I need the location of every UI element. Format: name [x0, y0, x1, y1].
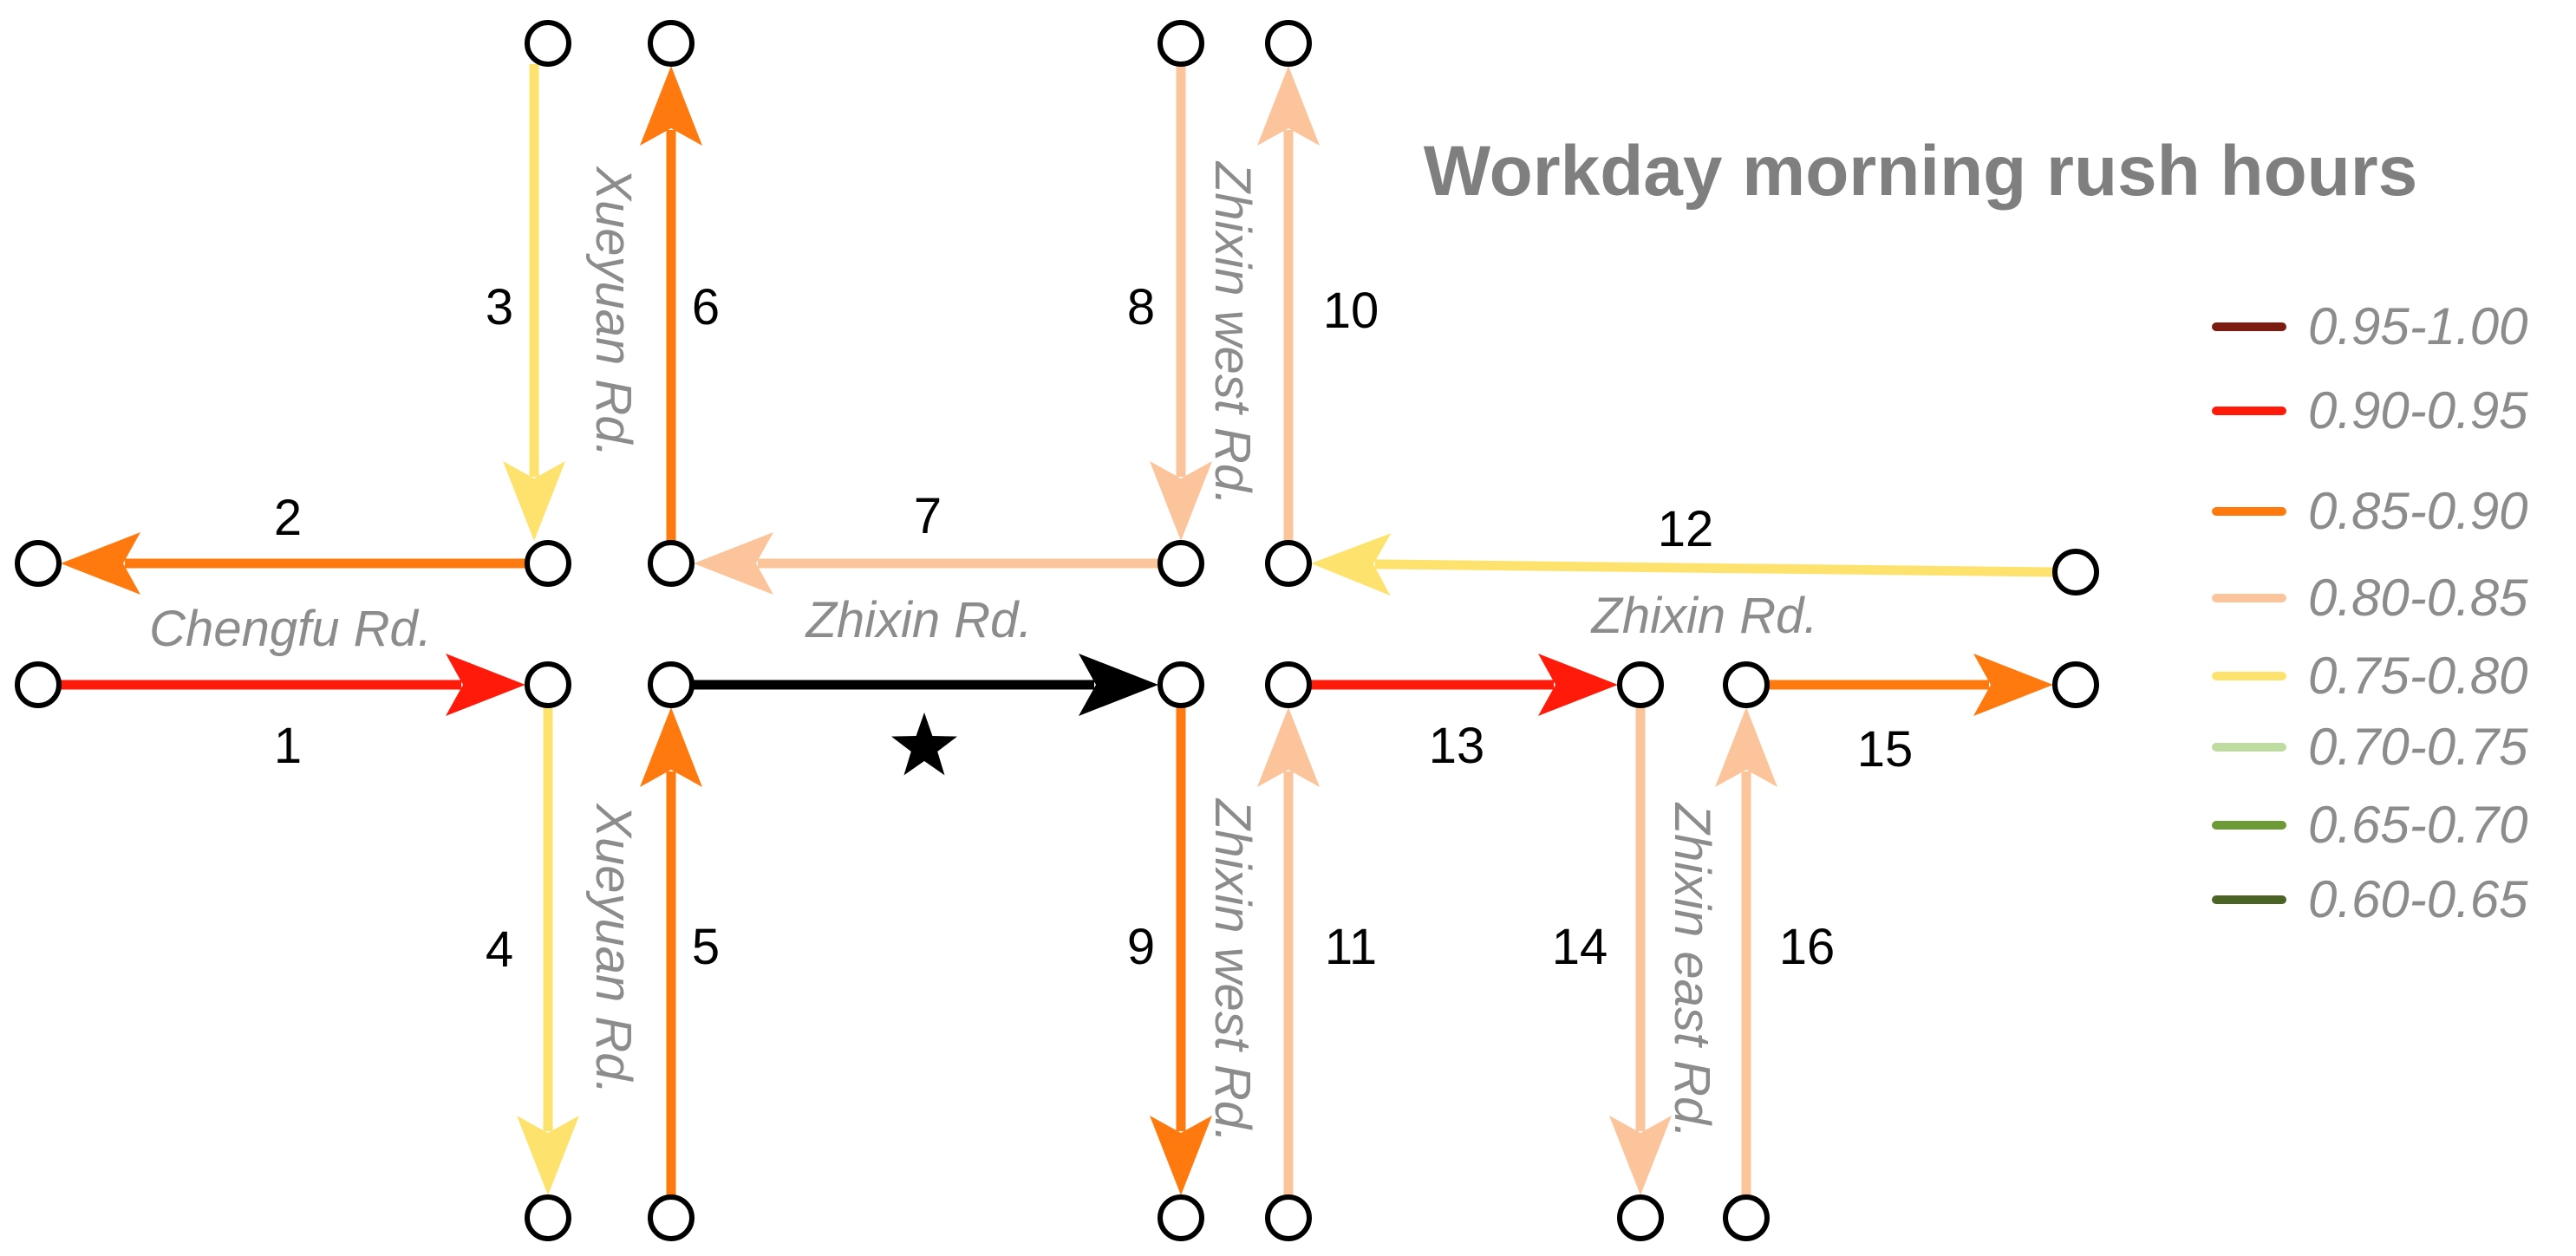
target-segment — [692, 654, 1158, 776]
road-label-xueyuan-south: Xueyuan Rd. — [585, 802, 642, 1094]
segment-label-15: 15 — [1857, 721, 1914, 778]
legend-label: 0.80-0.85 — [2308, 569, 2528, 627]
node-circle — [15, 661, 62, 708]
node-circle — [1158, 661, 1204, 708]
segment-label-11: 11 — [1325, 919, 1377, 975]
node-circle — [525, 20, 571, 67]
node-circle — [1158, 540, 1204, 587]
segment-arrow-13 — [1309, 654, 1618, 716]
segment-arrow-15 — [1767, 654, 2053, 716]
segment-arrow-5 — [640, 707, 702, 1197]
segment-arrow-11 — [1257, 707, 1320, 1197]
legend-label: 0.75-0.80 — [2308, 647, 2528, 705]
intersection-nodes — [15, 20, 2099, 1241]
node-circle — [15, 540, 62, 587]
segment-label-7: 7 — [914, 488, 942, 544]
legend-item: 0.85-0.90 — [2212, 482, 2528, 540]
segment-arrow-1 — [59, 654, 525, 716]
node-circle — [1265, 20, 1312, 67]
segment-numbers: 1 2 3 4 5 6 7 8 9 10 11 12 13 14 15 16 — [274, 279, 1913, 978]
segment-arrow-4 — [517, 706, 579, 1195]
segment-arrow-2 — [61, 532, 527, 595]
road-label-zhixin-west-north: Zhixin west Rd. — [1204, 160, 1261, 505]
road-label-zhixin-west-part: Zhixin Rd. — [804, 592, 1032, 648]
legend-item: 0.60-0.65 — [2212, 870, 2528, 928]
node-circle — [1158, 20, 1204, 67]
road-label-zhixin-east-part: Zhixin Rd. — [1589, 588, 1817, 644]
legend-item: 0.75-0.80 — [2212, 647, 2528, 705]
node-circle — [525, 1194, 571, 1241]
segment-label-8: 8 — [1127, 279, 1155, 335]
road-names: Chengfu Rd. Zhixin Rd. Zhixin Rd. Xueyua… — [149, 160, 1817, 1142]
legend-label: 0.90-0.95 — [2308, 381, 2528, 439]
road-label-chengfu: Chengfu Rd. — [149, 601, 432, 657]
node-circle — [525, 661, 571, 708]
node-circle — [1617, 661, 1664, 708]
segment-label-16: 16 — [1779, 919, 1836, 975]
node-circle — [2052, 549, 2099, 595]
target-segment-arrow — [692, 654, 1158, 716]
legend-item: 0.65-0.70 — [2212, 796, 2528, 854]
segment-arrow-14 — [1609, 706, 1672, 1195]
diagram-title: Workday morning rush hours — [1424, 132, 2418, 211]
segment-label-1: 1 — [274, 718, 302, 774]
segment-label-10: 10 — [1323, 283, 1379, 339]
legend-label: 0.60-0.65 — [2308, 870, 2528, 928]
segment-label-12: 12 — [1658, 501, 1714, 557]
node-circle — [648, 540, 695, 587]
star-icon — [890, 713, 958, 776]
legend-label: 0.85-0.90 — [2308, 482, 2528, 540]
segment-arrow-16 — [1715, 707, 1777, 1197]
segment-arrows — [59, 64, 2056, 1197]
legend-item: 0.95-1.00 — [2212, 297, 2528, 355]
node-circle — [1723, 661, 1770, 708]
road-label-zhixin-east: Zhixin east Rd. — [1664, 802, 1720, 1139]
legend-item: 0.90-0.95 — [2212, 381, 2528, 439]
segment-arrow-9 — [1150, 706, 1212, 1195]
legend-label: 0.70-0.75 — [2308, 718, 2528, 776]
node-circle — [1723, 1194, 1770, 1241]
node-circle — [1617, 1194, 1664, 1241]
road-label-zhixin-west-south: Zhixin west Rd. — [1204, 797, 1261, 1142]
segment-label-2: 2 — [274, 490, 302, 546]
segment-label-4: 4 — [486, 921, 513, 978]
segment-arrow-8 — [1150, 64, 1212, 541]
segment-arrow-6 — [640, 66, 702, 543]
legend-label: 0.95-1.00 — [2308, 297, 2528, 355]
node-circle — [2052, 661, 2099, 708]
node-circle — [1265, 540, 1312, 587]
segment-arrow-7 — [694, 532, 1160, 595]
segment-label-6: 6 — [692, 279, 720, 335]
legend-label: 0.65-0.70 — [2308, 796, 2528, 854]
legend: 0.95-1.00 0.90-0.95 0.85-0.90 0.80-0.85 0.75… — [2212, 297, 2528, 928]
segment-arrow-3 — [503, 64, 565, 541]
segment-label-9: 9 — [1127, 919, 1155, 975]
segment-label-13: 13 — [1429, 718, 1485, 774]
node-circle — [525, 540, 571, 587]
node-circle — [648, 661, 695, 708]
legend-item: 0.80-0.85 — [2212, 569, 2528, 627]
segment-label-5: 5 — [692, 919, 720, 975]
segment-arrow-10 — [1257, 66, 1320, 543]
node-circle — [1265, 1194, 1312, 1241]
node-circle — [1265, 661, 1312, 708]
node-circle — [1158, 1194, 1204, 1241]
node-circle — [648, 20, 695, 67]
segment-label-3: 3 — [486, 279, 513, 335]
road-label-xueyuan-north: Xueyuan Rd. — [585, 165, 642, 457]
legend-item: 0.70-0.75 — [2212, 718, 2528, 776]
segment-arrow-12 — [1311, 533, 2056, 596]
node-circle — [648, 1194, 695, 1241]
segment-label-14: 14 — [1552, 919, 1608, 975]
